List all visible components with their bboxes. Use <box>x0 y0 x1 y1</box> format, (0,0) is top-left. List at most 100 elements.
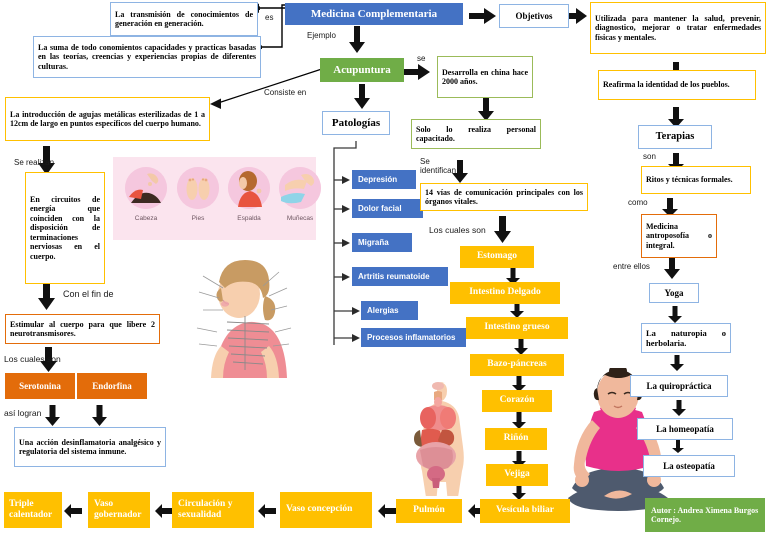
node-transmision: La transmisión de conocimientos de gener… <box>110 2 258 36</box>
connector-label-los-cuales-son-2: Los cuales son <box>429 225 486 235</box>
node-autor-label: Autor : Andrea Ximena Burgos Cornejo. <box>651 505 759 524</box>
block-arrow-intestino-delgado <box>506 268 520 286</box>
node-pathology-artritis: Artritis reumatoide <box>352 267 448 286</box>
node-organ-label: Vaso concepción <box>286 504 353 515</box>
node-organ-vesicula-biliar: Vesícula biliar <box>480 499 570 523</box>
node-pathology-migrana: Migraña <box>352 233 412 252</box>
node-osteopatia: La osteopatía <box>643 455 735 477</box>
block-arrow-patologias <box>354 84 370 110</box>
node-organ-label: Pulmón <box>413 505 445 516</box>
node-organ-label: Corazón <box>499 395 535 406</box>
node-organ-label: Bazo-páncreas <box>487 359 547 370</box>
node-personal: Solo lo realiza personal capacitado. <box>411 119 541 149</box>
block-arrow-terapias <box>668 107 684 129</box>
node-pathology-label: Migraña <box>358 237 389 247</box>
node-organ-label: Vesícula biliar <box>496 505 554 516</box>
node-quiropractica: La quiropráctica <box>630 375 728 397</box>
node-patologias: Patologías <box>322 111 390 135</box>
arrowhead-agujas <box>209 98 222 110</box>
node-organ-triple-calentador: Triple calentador <box>4 492 62 528</box>
block-arrow-vesicula <box>512 483 526 501</box>
node-autor: Autor : Andrea Ximena Burgos Cornejo. <box>645 498 765 532</box>
block-arrow-yoga <box>664 256 680 280</box>
acu-caption-espalda: Espalda <box>237 215 261 222</box>
node-organ-vaso-concepcion: Vaso concepción <box>280 492 372 528</box>
node-reafirma-label: Reafirma la identidad de los pueblos. <box>603 80 730 90</box>
block-arrow-utilizada <box>562 8 588 24</box>
node-utilizada-label: Utilizada para mantener la salud, preven… <box>595 13 761 42</box>
block-arrow-endorfina-accion <box>92 405 107 427</box>
node-pathology-depresion: Depresión <box>352 170 416 189</box>
node-quiropractica-label: La quiropráctica <box>646 380 712 391</box>
block-arrow-quiropractica <box>670 355 684 372</box>
node-personal-label: Solo lo realiza personal capacitado. <box>416 124 536 143</box>
connector-label-asi-logran: así logran <box>4 408 42 418</box>
acu-caption-pies: Pies <box>191 215 205 222</box>
connector-label-ejemplo: Ejemplo <box>307 31 336 40</box>
node-osteopatia-label: La osteopatía <box>663 460 715 471</box>
connector-label-son: son <box>643 152 656 161</box>
node-circuitos-label: En circuitos de energía que coinciden co… <box>30 194 100 261</box>
node-serotonina-label: Serotonina <box>19 380 61 391</box>
block-arrow-desarrolla <box>403 64 431 80</box>
node-naturopia: La naturopia o herbolaria. <box>641 323 731 353</box>
node-utilizada: Utilizada para mantener la salud, preven… <box>590 2 766 54</box>
acu-circle-cabeza <box>125 167 167 209</box>
node-organ-label: Intestino Delgado <box>469 287 541 298</box>
connector-label-es: es <box>265 13 274 22</box>
node-organ-vaso-gobernador: Vaso gobernador <box>88 492 150 528</box>
block-arrow-acupuntura <box>349 26 365 54</box>
acupuncture-points-image: Cabeza Pies Espalda Muñecas <box>113 157 321 240</box>
node-homeopatia-label: La homeopatía <box>656 423 714 434</box>
node-desarrolla-label: Desarrolla en china hace 2000 años. <box>442 67 528 86</box>
connector-label-los-cuales-son: Los cuales son <box>4 354 61 364</box>
node-medicina-complementaria: Medicina Complementaria <box>285 3 463 25</box>
block-arrow-vias <box>452 160 468 184</box>
node-yoga-label: Yoga <box>664 287 684 298</box>
node-circuitos: En circuitos de energía que coinciden co… <box>25 172 105 284</box>
node-organ-bazo-pancreas: Bazo-páncreas <box>470 354 564 376</box>
node-vias-label: 14 vías de comunicación principales con … <box>425 187 583 206</box>
node-terapias-label: Terapias <box>655 130 695 142</box>
block-arrow-objetivos <box>469 8 497 24</box>
arrowhead-dolor-facial <box>342 204 351 214</box>
block-arrow-serotonina-accion <box>45 405 60 427</box>
node-pathology-label: Depresión <box>358 174 398 184</box>
node-vias: 14 vías de comunicación principales con … <box>420 183 588 211</box>
node-endorfina-label: Endorfina <box>92 380 132 391</box>
block-arrow-estimular <box>38 283 55 311</box>
connector-label-como: como <box>628 198 648 207</box>
block-arrow-antroposofia <box>662 198 678 218</box>
node-estimular: Estimular al cuerpo para que libere 2 ne… <box>5 314 160 344</box>
block-arrow-pulmon <box>468 504 486 518</box>
node-terapias: Terapias <box>638 125 712 149</box>
human-organs-illustration <box>398 378 496 504</box>
arrowhead-migrana <box>342 238 351 248</box>
acu-caption-munecas: Muñecas <box>286 215 314 222</box>
node-objetivos-label: Objetivos <box>515 10 553 21</box>
node-organ-label: Triple calentador <box>9 498 53 520</box>
connector-label-consiste-en: Consiste en <box>264 88 307 97</box>
node-medicina-complementaria-label: Medicina Complementaria <box>310 7 438 20</box>
node-serotonina: Serotonina <box>5 373 75 399</box>
node-agujas: La introducción de agujas metálicas este… <box>5 97 210 141</box>
node-organ-estomago: Estomago <box>460 246 534 268</box>
node-organ-intestino-delgado: Intestino Delgado <box>450 282 560 304</box>
node-pathology-procesos: Procesos inflamatorios <box>361 328 466 347</box>
acu-circle-espalda <box>228 167 270 209</box>
node-organ-intestino-grueso: Intestino grueso <box>466 317 568 339</box>
block-arrow-rinon <box>512 412 526 430</box>
block-arrow-triple-calentador <box>64 504 82 518</box>
connector-label-se-realizan: Se realizan <box>14 158 55 167</box>
node-agujas-label: La introducción de agujas metálicas este… <box>10 109 205 128</box>
block-arrow-osteopatia <box>672 440 684 454</box>
node-suma: La suma de todo conomientos capacidades … <box>33 36 261 78</box>
node-acupuntura: Acupuntura <box>320 58 404 82</box>
connector-label-con-el-fin-de: Con el fin de <box>63 289 114 299</box>
node-pathology-label: Procesos inflamatorios <box>367 332 456 342</box>
block-arrow-vaso-gobernador <box>155 504 173 518</box>
node-homeopatia: La homeopatía <box>637 418 733 440</box>
node-accion: Una acción desinflamatoria analgésico y … <box>14 427 166 467</box>
node-ritos: Ritos y técnicas formales. <box>641 166 751 194</box>
